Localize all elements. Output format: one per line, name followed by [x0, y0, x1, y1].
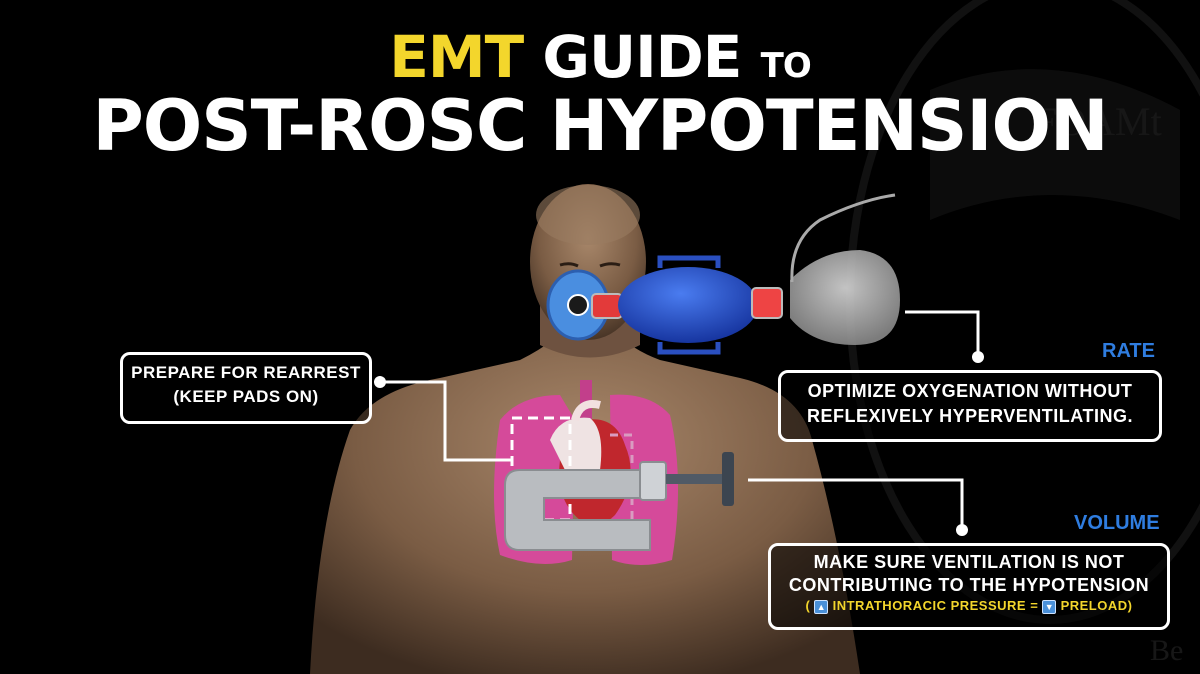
- connector-lines: [380, 310, 980, 530]
- watermark-text: FOAMt: [1035, 99, 1162, 144]
- rearrest-line-2: (KEEP PADS ON): [173, 387, 319, 406]
- volume-line-2: CONTRIBUTING TO THE HYPOTENSION: [788, 575, 1150, 595]
- volume-subline: ( ▲ INTRATHORACIC PRESSURE = ▼ PRELOAD): [805, 598, 1133, 614]
- callout-rate: OPTIMIZE OXYGENATION WITHOUT REFLEXIVELY…: [778, 370, 1162, 442]
- volume-sub-part-1: INTRATHORACIC PRESSURE =: [832, 598, 1039, 613]
- rate-line-2: REFLEXIVELY HYPERVENTILATING.: [807, 406, 1133, 426]
- volume-tag: VOLUME: [1074, 512, 1160, 534]
- rearrest-line-1: PREPARE FOR REARREST: [131, 363, 361, 382]
- title-accent: EMT: [389, 23, 524, 91]
- c-clamp-icon: [504, 452, 734, 551]
- volume-line-1: MAKE SURE VENTILATION IS NOT: [813, 552, 1125, 572]
- title-main: GUIDE: [542, 23, 742, 91]
- defib-pad-right: [610, 433, 634, 520]
- title-line-2: POST-ROSC HYPOTENSION: [92, 85, 1108, 167]
- title-small: TO: [760, 46, 812, 86]
- callout-volume: MAKE SURE VENTILATION IS NOT CONTRIBUTIN…: [768, 543, 1170, 630]
- down-arrow-icon: ▼: [1042, 599, 1057, 614]
- connector-dots: [374, 351, 984, 536]
- up-arrow-icon: ▲: [814, 599, 829, 614]
- bag-valve-mask-icon: [546, 193, 900, 355]
- rate-tag: RATE: [1102, 340, 1155, 362]
- title-line-1: EMT GUIDE TO: [0, 24, 1200, 99]
- callout-rearrest: PREPARE FOR REARREST (KEEP PADS ON): [120, 352, 372, 424]
- volume-sub-part-2: PRELOAD: [1060, 598, 1128, 613]
- rate-line-1: OPTIMIZE OXYGENATION WITHOUT: [807, 381, 1133, 401]
- watermark-text-bottom: Be: [1150, 634, 1183, 667]
